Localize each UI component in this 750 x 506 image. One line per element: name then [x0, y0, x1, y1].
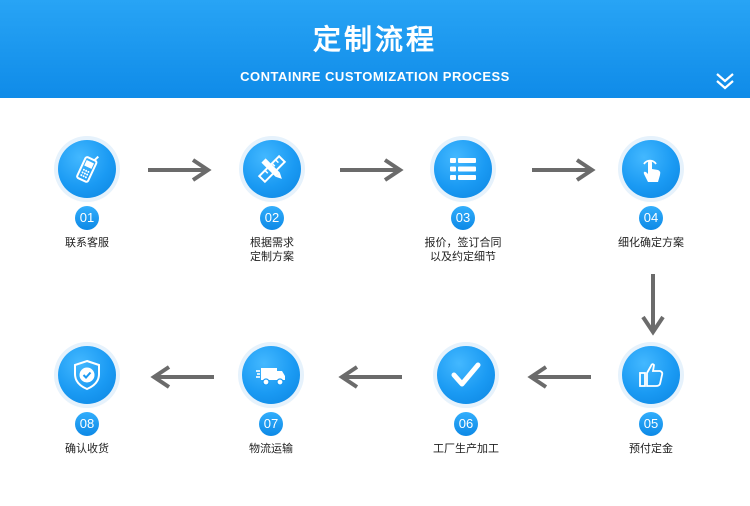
step-label: 工厂生产加工 — [433, 442, 499, 455]
ruler-pencil-icon — [257, 154, 287, 184]
step-number: 08 — [75, 412, 99, 436]
step-icon-circle — [434, 140, 492, 198]
arrow-left-icon — [527, 365, 591, 389]
step-number: 01 — [75, 206, 99, 230]
step-number: 05 — [639, 412, 663, 436]
step-icon-circle — [437, 346, 495, 404]
page-title: 定制流程 — [312, 23, 437, 56]
phone-icon — [76, 155, 99, 183]
step-icon-circle — [58, 140, 116, 198]
step-icon-circle — [58, 346, 116, 404]
step-number: 07 — [259, 412, 283, 436]
shield-check-icon — [74, 359, 100, 391]
arrow-right-icon — [148, 158, 212, 182]
arrow-left-icon — [338, 365, 402, 389]
step-label: 联系客服 — [65, 236, 109, 249]
touch-hand-icon — [643, 159, 661, 182]
truck-icon — [256, 368, 285, 386]
step-number: 03 — [451, 206, 475, 230]
step-number: 06 — [454, 412, 478, 436]
header-banner: 定制流程 CONTAINRE CUSTOMIZATION PROCESS — [0, 0, 750, 98]
arrow-right-icon — [532, 158, 596, 182]
thumbs-up-icon — [639, 363, 664, 387]
checkmark-icon — [451, 362, 481, 387]
page-subtitle: CONTAINRE CUSTOMIZATION PROCESS — [240, 69, 510, 84]
step-icon-circle — [243, 140, 301, 198]
step-icon-circle — [622, 346, 680, 404]
list-icon — [450, 158, 476, 180]
arrow-left-icon — [150, 365, 214, 389]
step-label: 报价，签订合同 以及约定细节 — [424, 236, 502, 263]
step-icon-circle — [622, 140, 680, 198]
arrow-down-icon — [641, 274, 665, 336]
arrow-right-icon — [340, 158, 404, 182]
step-label: 预付定金 — [629, 442, 673, 455]
step-number: 02 — [260, 206, 284, 230]
step-label: 根据需求 定制方案 — [250, 236, 294, 263]
step-label: 物流运输 — [249, 442, 293, 455]
step-label: 确认收货 — [65, 442, 109, 455]
step-label: 细化确定方案 — [618, 236, 684, 249]
step-icon-circle — [242, 346, 300, 404]
double-chevron-down-icon — [716, 73, 734, 90]
step-number: 04 — [639, 206, 663, 230]
